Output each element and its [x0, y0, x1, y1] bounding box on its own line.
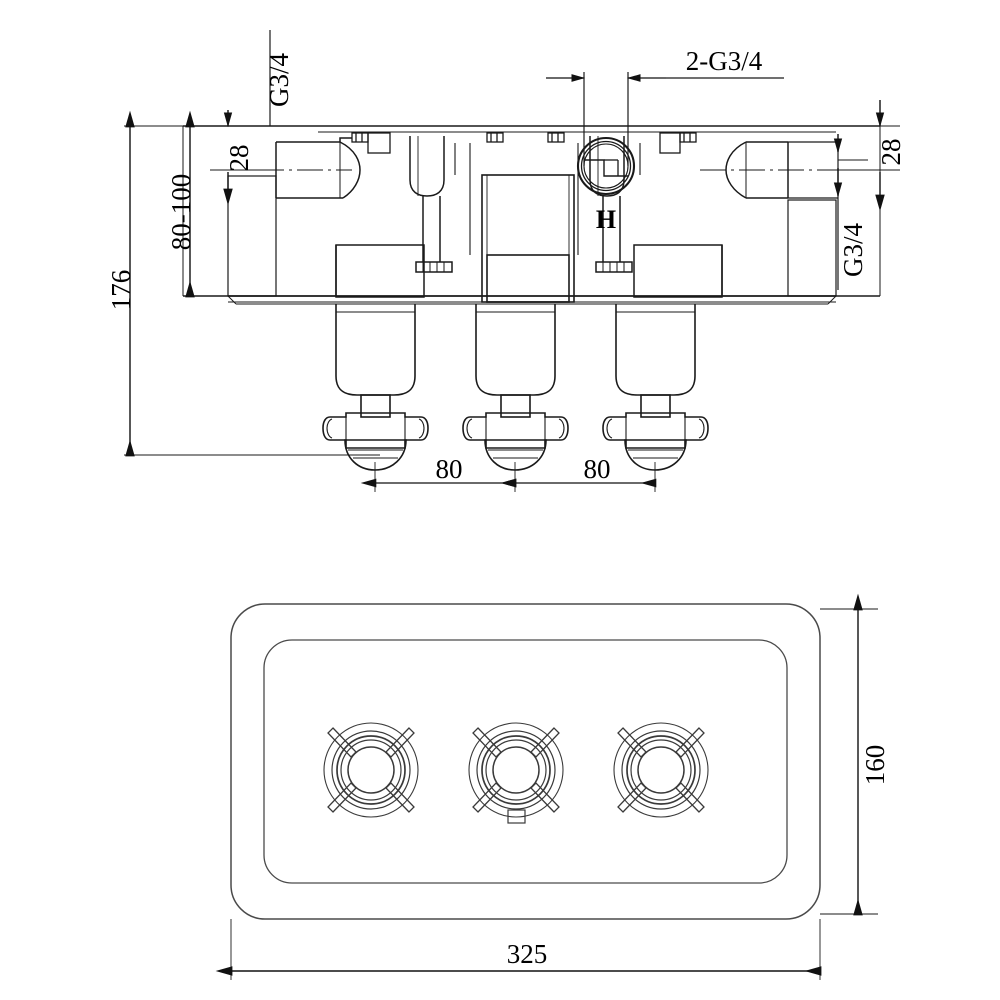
dimension-80-b: 80 — [500, 454, 657, 492]
cartridge-center — [481, 174, 575, 303]
dimension-80-100-label: 80-100 — [166, 174, 196, 251]
handle-stack-right — [602, 304, 709, 471]
hot-marker-label: H — [596, 205, 616, 234]
dimension-325: 325 — [215, 919, 822, 980]
dimension-176-label: 176 — [106, 270, 136, 311]
callout-2g34-label: 2-G3/4 — [686, 46, 763, 76]
cartridge-left — [409, 136, 453, 273]
dimension-28-right: 28 — [838, 100, 906, 212]
cross-handle-right[interactable] — [613, 722, 709, 818]
callout-g34-right: G3/4 — [833, 134, 868, 290]
dimension-28-right-label: 28 — [876, 139, 906, 166]
face-view-group: 160 325 — [215, 593, 890, 980]
dimension-80-b-label: 80 — [584, 454, 611, 484]
dimension-80-100: 80-100 — [166, 110, 330, 298]
faceplate-outer — [230, 603, 821, 920]
cross-spokes-center — [472, 727, 560, 813]
cross-handle-center[interactable] — [468, 722, 564, 824]
dimension-160-label: 160 — [860, 745, 890, 786]
callout-g34-left-label: G3/4 — [264, 53, 294, 108]
cross-spokes-right — [617, 727, 705, 813]
section-view-group: H — [106, 30, 906, 492]
dimension-80-a-label: 80 — [436, 454, 463, 484]
dimension-325-label: 325 — [507, 939, 548, 969]
faceplate-inner — [263, 639, 788, 884]
callout-g34-left: G3/4 — [264, 30, 294, 126]
callout-g34-right-label: G3/4 — [838, 223, 868, 278]
dimension-176: 176 — [106, 110, 380, 457]
handle-stack-left — [322, 304, 429, 471]
cross-handle-left[interactable] — [323, 722, 419, 818]
dimension-160: 160 — [820, 593, 890, 916]
center-handle-tab — [507, 809, 526, 824]
right-outlet-pipe — [700, 141, 840, 199]
dimension-28-left-label: 28 — [224, 145, 254, 172]
callout-2g34: 2-G3/4 — [546, 46, 784, 166]
fitting-details — [351, 132, 697, 154]
handle-stack-center — [462, 304, 569, 471]
handle-stacks — [322, 304, 709, 471]
dimension-28-left: 28 — [210, 110, 276, 206]
cross-spokes-left — [327, 727, 415, 813]
